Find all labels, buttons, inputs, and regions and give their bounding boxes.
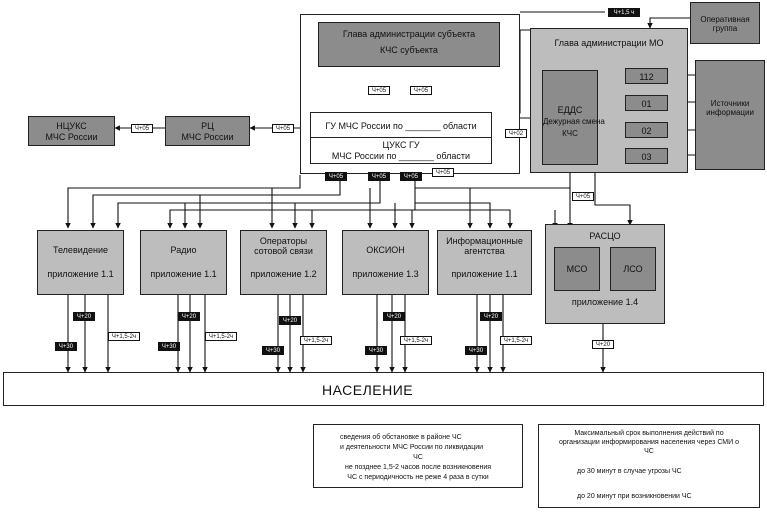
operative-group-label: Оперативная группа — [700, 15, 750, 33]
tag-ch30-radio: Ч+30 — [158, 342, 180, 351]
tag-ch20-rasco: Ч+20 — [592, 340, 614, 349]
media-title-cellular: Операторы сотовой связи — [254, 236, 313, 256]
media-box-tv: Телевидение приложение 1.1 — [37, 230, 124, 295]
tag-ch20-tv: Ч+20 — [73, 312, 95, 321]
tag-ch30-tv: Ч+30 — [55, 342, 77, 351]
svc-03-label: 03 — [641, 152, 652, 162]
gu-line: ГУ МЧС России по _______ области — [325, 121, 477, 131]
tag-ch02: Ч+02 — [505, 129, 527, 138]
tag-ch30-agencies: Ч+30 — [465, 346, 487, 355]
tsuks-line2: МЧС России по _______ области — [331, 151, 471, 161]
info-source-label: Источники информации — [706, 99, 754, 117]
tag-ch05-bus-1: Ч+05 — [325, 172, 347, 181]
media-title-tv: Телевидение — [52, 245, 109, 255]
svc-112-label: 112 — [639, 72, 654, 82]
legend-left-line5: ЧС с периодичность не реже 4 раза в сутк… — [347, 474, 489, 481]
svc-03-box: 03 — [625, 148, 668, 164]
legend-left-line4: не позднее 1,5-2 часов после возникновен… — [344, 464, 492, 471]
tag-ch05-bus-3: Ч+05 — [400, 172, 422, 181]
svc-01-box: 01 — [625, 95, 668, 111]
tag-ch05-bus-4: Ч+05 — [432, 168, 454, 177]
mso-label: МСО — [566, 264, 588, 274]
tag-ch05-nuks: Ч+05 — [131, 124, 153, 133]
rasco-appendix: приложение 1.4 — [571, 297, 639, 307]
operative-group-box: Оперативная группа — [690, 2, 760, 44]
svc-02-label: 02 — [641, 126, 652, 136]
media-appendix-tv: приложение 1.1 — [47, 269, 114, 279]
rasco-box: РАСЦО МСО ЛСО приложение 1.4 — [545, 224, 665, 324]
media-appendix-agencies: приложение 1.1 — [451, 269, 518, 279]
rc-mchs-box: РЦ МЧС России — [165, 116, 250, 146]
nuks-mchs-box: НЦУКС МЧС России — [28, 116, 115, 146]
edds-title: ЕДДС — [557, 105, 583, 115]
nuks-sub: МЧС России — [45, 132, 98, 142]
legend-left-line1: сведения об обстановке в районе ЧС — [340, 434, 462, 441]
tag-ch05-gov-right: Ч+05 — [410, 86, 432, 95]
legend-right-item1: до 30 минут в случае угрозы ЧС — [577, 468, 682, 475]
tag-ch20-radio: Ч+20 — [178, 312, 200, 321]
media-appendix-cellular: приложение 1.2 — [250, 269, 317, 279]
edds-box: ЕДДС Дежурная смена КЧС — [542, 70, 605, 165]
mo-head-label: Глава администрации МО — [554, 38, 664, 48]
legend-right: Максимальный срок выполнения действий по… — [538, 424, 760, 508]
gov-head-label: Глава администрации субъекта — [342, 29, 476, 39]
population-bar: НАСЕЛЕНИЕ — [3, 372, 764, 406]
rc-sub: МЧС России — [181, 132, 234, 142]
legend-right-item2: до 20 минут при возникновении ЧС — [577, 493, 692, 500]
lso-box: ЛСО — [610, 247, 656, 291]
tag-ch05-bus-2: Ч+05 — [368, 172, 390, 181]
legend-left-line2: и деятельности МЧС России по ликвидации — [340, 444, 484, 451]
media-box-oksion: ОКСИОН приложение 1.3 — [342, 230, 429, 295]
svc-112-box: 112 — [625, 68, 668, 84]
legend-right-title2: организации информирования населения чер… — [558, 439, 740, 446]
tag-ch05-rasco: Ч+05 — [572, 192, 594, 201]
legend-left: сведения об обстановке в районе ЧС и дея… — [313, 424, 523, 488]
tag-ch20-oksion: Ч+20 — [383, 312, 405, 321]
tag-ch15-oksion: Ч+1,5-2ч — [400, 336, 432, 345]
svc-02-box: 02 — [625, 122, 668, 138]
legend-left-line3: ЧС — [413, 454, 423, 461]
media-title-oksion: ОКСИОН — [366, 245, 405, 255]
tsuks-line1: ЦУКС ГУ — [382, 140, 420, 150]
nuks-title: НЦУКС — [56, 121, 87, 131]
legend-right-title1: Максимальный срок выполнения действий по — [574, 430, 724, 437]
mso-box: МСО — [554, 247, 600, 291]
media-box-agencies: Информационные агентства приложение 1.1 — [437, 230, 532, 295]
lso-label: ЛСО — [623, 264, 643, 274]
tag-ch15-cell: Ч+1,5-2ч — [300, 336, 332, 345]
tag-ch05-rc: Ч+05 — [272, 124, 294, 133]
info-source-box: Источники информации — [695, 60, 765, 170]
media-box-cellular: Операторы сотовой связи приложение 1.2 — [240, 230, 327, 295]
kchs-subject-label: КЧС субъекта — [380, 45, 438, 55]
gu-mchs-box: ГУ МЧС России по _______ области ЦУКС ГУ… — [310, 112, 492, 164]
tag-ch15-agencies: Ч+1,5-2ч — [500, 336, 532, 345]
tag-ch30-cell: Ч+30 — [262, 346, 284, 355]
tag-ch05-gov-left: Ч+05 — [368, 86, 390, 95]
gov-head-box: Глава администрации субъекта КЧС субъект… — [318, 22, 500, 67]
population-label: НАСЕЛЕНИЕ — [322, 382, 414, 398]
media-title-agencies: Информационные агентства — [446, 236, 523, 256]
rasco-title: РАСЦО — [589, 231, 621, 241]
edds-shift: Дежурная смена — [543, 117, 605, 126]
svc-01-label: 01 — [641, 99, 652, 109]
media-box-radio: Радио приложение 1.1 — [140, 230, 227, 295]
tag-ch15-top: Ч+1,5 ч — [608, 8, 640, 17]
media-appendix-radio: приложение 1.1 — [150, 269, 217, 279]
edds-kchs: КЧС — [562, 129, 578, 138]
media-title-radio: Радио — [170, 245, 197, 255]
tag-ch15-radio: Ч+1,5-2ч — [205, 332, 237, 341]
legend-right-title3: ЧС — [644, 448, 654, 455]
tag-ch15-tv: Ч+1,5-2ч — [108, 332, 140, 341]
tag-ch30-oksion: Ч+30 — [365, 346, 387, 355]
rc-title: РЦ — [201, 121, 214, 131]
tag-ch20-agencies: Ч+20 — [480, 312, 502, 321]
media-appendix-oksion: приложение 1.3 — [352, 269, 419, 279]
tag-ch20-cell: Ч+20 — [279, 316, 301, 325]
